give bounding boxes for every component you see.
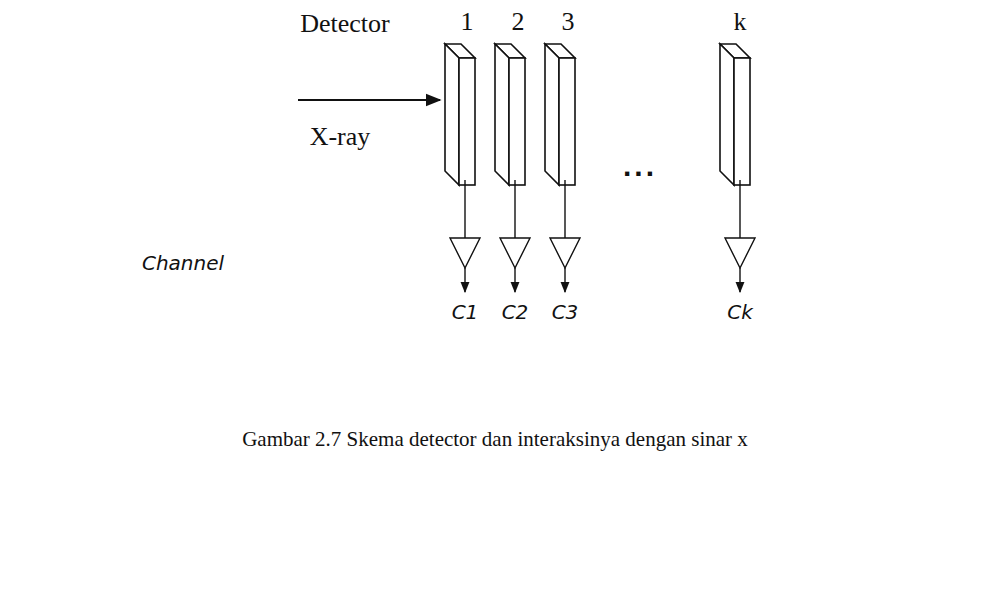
callout-number: 2 <box>512 8 525 37</box>
slab-side <box>445 44 459 185</box>
slab-front <box>734 58 750 185</box>
signal-wire <box>739 180 740 238</box>
slab-front <box>559 58 575 185</box>
signal-name: C3 <box>552 301 579 323</box>
output-arrow <box>514 268 515 292</box>
signal-wire <box>464 180 465 238</box>
callout-number: 3 <box>562 8 575 37</box>
signal-wire <box>564 180 565 238</box>
amplifier-symbol <box>725 238 755 268</box>
signal-name: C1 <box>452 301 479 323</box>
channel-amplifiers <box>450 180 755 292</box>
slab-side <box>495 44 509 185</box>
callout-number: k <box>734 8 747 37</box>
figure-caption: Gambar 2.7 Skema detector dan interaksin… <box>242 428 748 451</box>
channel-label: Channel <box>142 252 224 274</box>
slab-front <box>509 58 525 185</box>
amplifier-symbol <box>450 238 480 268</box>
signal-wire <box>514 180 515 238</box>
signal-name: C2 <box>502 301 529 323</box>
ellipsis: ... <box>623 149 657 182</box>
callout-number: 1 <box>461 8 474 37</box>
part-label: Detector <box>300 10 390 39</box>
output-arrow <box>739 268 740 292</box>
amplifier-symbol <box>500 238 530 268</box>
slab-front <box>459 58 475 185</box>
output-arrow <box>564 268 565 292</box>
output-arrow <box>464 268 465 292</box>
xray-arrow <box>298 99 440 101</box>
beam-label: X-ray <box>310 123 371 152</box>
signal-name: Ck <box>727 301 753 323</box>
slab-side <box>720 44 734 185</box>
detector-slabs <box>445 44 750 185</box>
amplifier-symbol <box>550 238 580 268</box>
slab-side <box>545 44 559 185</box>
